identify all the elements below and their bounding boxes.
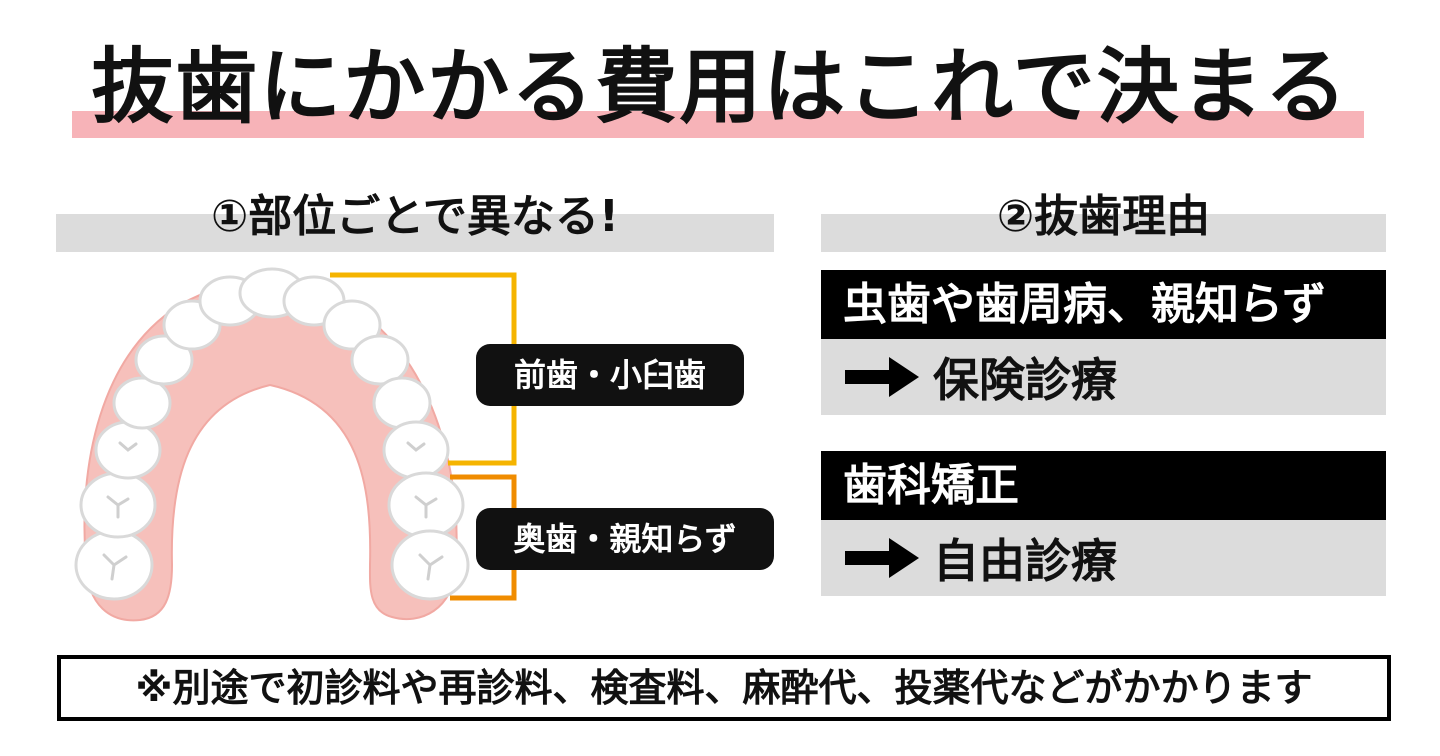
right-arrow-icon [845, 538, 919, 578]
page-title: 抜歯にかかる費用はこれで決まる [91, 40, 1349, 135]
label-front-teeth: 前歯・小臼歯 [476, 344, 744, 406]
result-text: 自由診療 [933, 534, 1117, 588]
dental-arch-illustration [74, 267, 517, 622]
section2-heading: ②抜歯理由 [996, 191, 1211, 242]
footer-note: ※別途で初診料や再診料、検査料、麻酔代、投薬代などがかかります [57, 655, 1391, 721]
label-back-teeth: 奥歯・親知らず [476, 508, 774, 570]
reason-title: 歯科矯正 [821, 451, 1386, 520]
reason-result: 保険診療 [821, 339, 1386, 415]
title-highlight [72, 111, 1364, 138]
section1-header: ①部位ごとで異なる! [56, 191, 774, 252]
section2-header: ②抜歯理由 [821, 191, 1386, 252]
right-arrow-icon [845, 357, 919, 397]
reason-title: 虫歯や歯周病、親知らず [821, 270, 1386, 339]
teeth [74, 267, 470, 601]
title-area: 抜歯にかかる費用はこれで決まる [0, 0, 1440, 150]
reason-box-1: 虫歯や歯周病、親知らず 保険診療 [821, 270, 1386, 415]
result-text: 保険診療 [933, 353, 1117, 407]
dental-arch-diagram: 前歯・小臼歯 奥歯・親知らず [70, 265, 790, 635]
reason-result: 自由診療 [821, 520, 1386, 596]
section1-heading: ①部位ごとで異なる! [211, 191, 619, 242]
reason-box-2: 歯科矯正 自由診療 [821, 451, 1386, 596]
